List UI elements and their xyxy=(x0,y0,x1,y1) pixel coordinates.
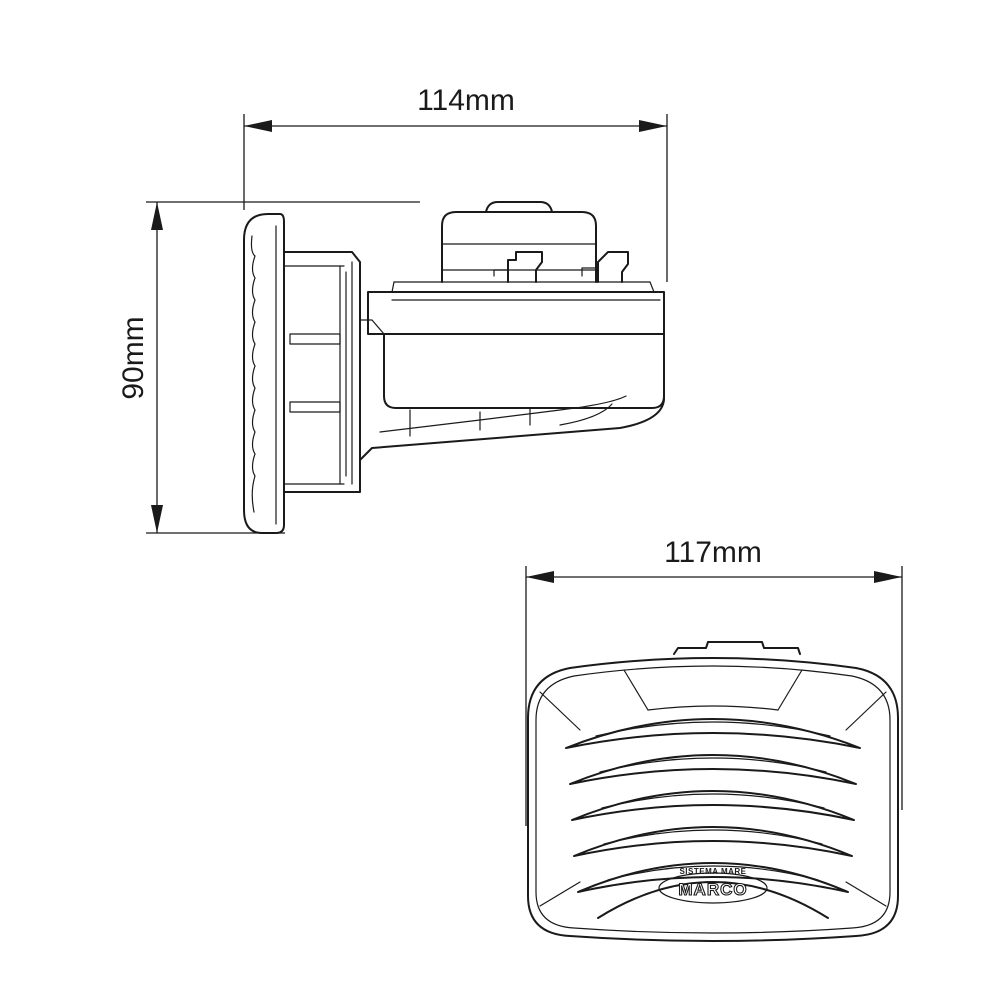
grille-fins-profile xyxy=(250,235,256,513)
frame-facet-lower-lines xyxy=(539,881,887,907)
front-view: SISTEMA MARE MARCO xyxy=(527,641,899,942)
bracket-arm-ribs xyxy=(409,407,531,437)
depth-dimension: 114mm xyxy=(243,84,668,282)
frame-facet-lines xyxy=(539,669,887,731)
louver-fin-highlight xyxy=(599,757,827,773)
louver-fin xyxy=(565,718,861,749)
bracket-neck xyxy=(359,319,385,335)
width-label: 117mm xyxy=(664,536,762,569)
housing-slot-upper xyxy=(289,333,341,345)
width-dimension: 117mm xyxy=(525,536,903,826)
horn-top-band xyxy=(367,291,665,335)
frame-facet-top-arc xyxy=(647,705,779,711)
housing-slot-lower xyxy=(289,401,341,413)
louver-fin-highlight xyxy=(601,793,825,809)
horn-cap-base-sides xyxy=(391,281,655,293)
height-label: 90mm xyxy=(117,316,150,399)
horn-cap-dome xyxy=(485,201,553,213)
louver-fin-highlight xyxy=(595,721,831,737)
bracket-arm-lower xyxy=(359,393,665,461)
height-dimension: 90mm xyxy=(117,201,420,534)
horn-cap xyxy=(441,211,597,283)
logo-oval xyxy=(658,872,768,904)
logo-brand-text: MARCO xyxy=(678,880,747,899)
louver-fins xyxy=(565,718,861,893)
louver-fin-highlight xyxy=(603,829,823,845)
depth-arrow-left xyxy=(244,120,272,132)
bracket-arm-curve xyxy=(559,403,613,426)
height-arrow-top xyxy=(151,202,163,230)
louver-fin xyxy=(573,826,853,857)
logo-small-text: SISTEMA MARE xyxy=(679,867,746,876)
louver-fin-highlight xyxy=(607,865,819,881)
grille-plate-profile xyxy=(243,213,285,534)
louver-fin xyxy=(569,754,857,785)
depth-label: 114mm xyxy=(417,84,515,117)
grille-outer-frame xyxy=(527,657,899,942)
height-arrow-bottom xyxy=(151,505,163,533)
louver-fin xyxy=(577,862,849,893)
housing-body xyxy=(283,251,361,493)
terminal-bases xyxy=(493,267,599,277)
top-mounting-tab xyxy=(673,641,801,655)
terminal-left xyxy=(507,251,543,283)
depth-arrow-right xyxy=(639,120,667,132)
width-arrow-right xyxy=(874,571,902,583)
side-view xyxy=(243,201,665,534)
logo-arch xyxy=(597,881,829,919)
bracket-arm-upper xyxy=(379,395,627,433)
grille-inner-frame xyxy=(535,665,891,934)
louver-fin xyxy=(571,790,855,821)
horn-cylinder xyxy=(383,333,665,409)
width-arrow-left xyxy=(526,571,554,583)
terminal-right xyxy=(597,251,629,283)
